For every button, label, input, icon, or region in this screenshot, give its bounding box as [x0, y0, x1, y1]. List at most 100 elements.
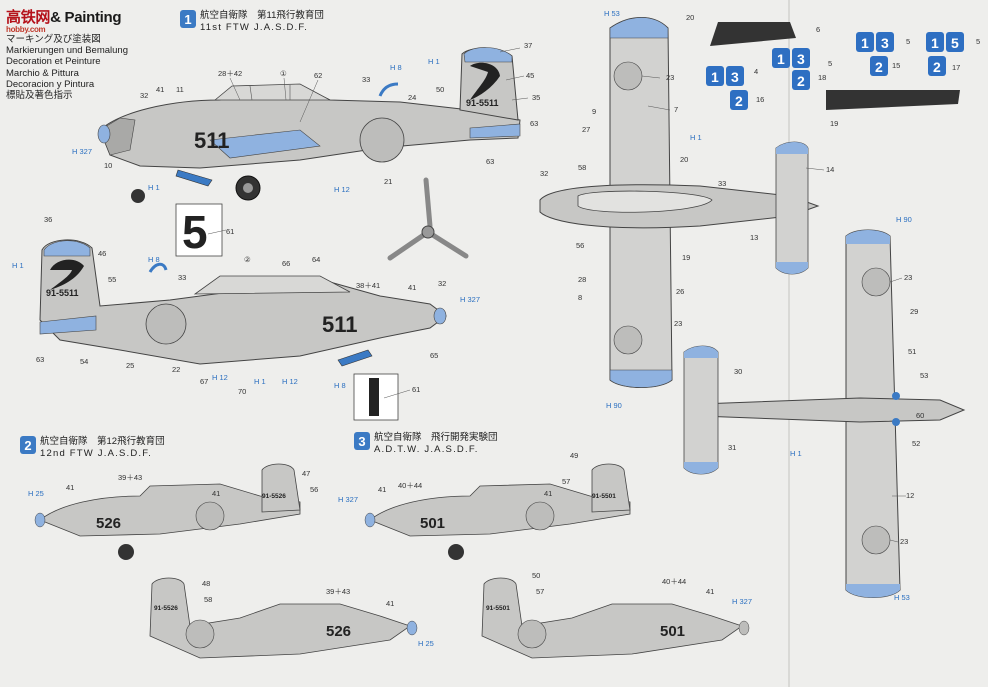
callout-4: 4: [754, 67, 758, 76]
callout-58a: 58: [578, 163, 586, 172]
scheme-1-header: 1 航空自衛隊 第11飛行教育団 11st FTW J.A.S.D.F.: [180, 10, 324, 33]
decal-key-group-a: 1 3 2: [772, 48, 810, 90]
callout-25: 25: [126, 361, 134, 370]
svg-text:2: 2: [875, 59, 883, 75]
callout-38-41: 38＋41: [356, 281, 380, 290]
decal-key-group-b: 1 3 2: [706, 66, 748, 110]
callout-16: 16: [756, 95, 764, 104]
callout-27a: 27: [582, 125, 590, 134]
callout-26: 26: [676, 287, 684, 296]
callout-6: 6: [816, 25, 820, 34]
color-code-h327a: H 327: [72, 147, 92, 156]
callout-48: 48: [202, 579, 210, 588]
svg-text:2: 2: [797, 73, 805, 89]
svg-text:1: 1: [777, 51, 785, 67]
color-code-h1c: H 1: [12, 261, 24, 270]
tail-code-526-b: 91-5526: [154, 605, 178, 612]
callout-23c: 23: [904, 273, 912, 282]
callout-53: 53: [920, 371, 928, 380]
callout-65: 65: [430, 351, 438, 360]
color-code-h327d: H 327: [732, 597, 752, 606]
brand-title: 高铁网& Painting hobby.com: [6, 6, 176, 34]
aircraft-side-left-1: 91-5511 511: [39, 239, 447, 367]
scheme-3-header: 3 航空自衛隊 飛行開発実験団 A.D.T.W. J.A.S.D.F.: [354, 432, 498, 455]
callout-57b: 57: [536, 587, 544, 596]
title-es: Decoracion y Pintura: [6, 78, 95, 90]
svg-text:3: 3: [881, 35, 889, 51]
callout-20b: 20: [680, 155, 688, 164]
callout-5c: 5: [976, 37, 980, 46]
callout-9: 9: [592, 107, 596, 116]
aircraft-top-view: [539, 17, 820, 388]
color-code-h8c: H 8: [334, 381, 346, 390]
color-code-h12a: H 12: [334, 185, 350, 194]
callout-23b: 23: [674, 319, 682, 328]
callout-50: 50: [436, 85, 444, 94]
callout-39-43a: 39＋43: [118, 473, 142, 482]
callout-50b: 50: [532, 571, 540, 580]
scheme-3-badge: 3: [354, 432, 370, 450]
callout-61a: 61: [226, 227, 234, 236]
callout-47: 47: [302, 469, 310, 478]
scheme-2-subtitle: 12nd FTW J.A.S.D.F.: [40, 447, 153, 459]
header-block: 高铁网& Painting hobby.com マーキング及び塗装図 Marki…: [6, 6, 176, 101]
brand-site: 高铁网: [6, 9, 51, 26]
callout-33b: 33: [178, 273, 186, 282]
callout-39-43b: 39＋43: [326, 587, 350, 596]
callout-33c: 33: [718, 179, 726, 188]
svg-text:1: 1: [931, 35, 939, 51]
callout-49: 49: [570, 451, 578, 460]
color-code-h8a: H 8: [390, 63, 402, 72]
callout-45: 45: [526, 71, 534, 80]
title-it: Marchio & Pittura: [6, 67, 79, 79]
fuselage-number-526-a: 526: [96, 515, 121, 532]
callouts: 28＋42 ① 62 33 41 11 32 24 50 37 45 35 63…: [12, 9, 980, 648]
callout-63c: 63: [36, 355, 44, 364]
svg-text:2: 2: [933, 59, 941, 75]
scheme-3-title: 航空自衛隊 飛行開発実験団: [374, 432, 498, 443]
callout-14: 14: [826, 165, 834, 174]
aircraft-side-2b: 526 91-5526: [149, 577, 418, 659]
propeller-detail: [387, 177, 469, 261]
color-code-h1d: H 1: [254, 377, 266, 386]
callout-7: 7: [674, 105, 678, 114]
color-code-h12c: H 12: [282, 377, 298, 386]
title-cn: 標貼及著色指示: [6, 90, 73, 102]
callout-46: 46: [98, 249, 106, 258]
callout-2: ②: [244, 255, 251, 264]
callout-23d: 23: [900, 537, 908, 546]
callout-11: 11: [176, 85, 184, 94]
aircraft-side-3b: 501 91-5501: [481, 577, 750, 659]
callout-32c: 32: [540, 169, 548, 178]
callout-66: 66: [282, 259, 290, 268]
callout-31: 31: [728, 443, 736, 452]
decal-key-group-d: 1 5 2: [926, 32, 964, 76]
callout-15: 15: [892, 61, 900, 70]
aircraft-side-right-1: 91-5511 511: [97, 47, 521, 203]
callout-60: 60: [916, 411, 924, 420]
callout-8: 8: [578, 293, 582, 302]
scheme-1-subtitle: 11st FTW J.A.S.D.F.: [200, 21, 309, 33]
callout-41e: 41: [378, 485, 386, 494]
color-code-h25a: H 25: [28, 489, 44, 498]
color-code-h1e: H 1: [690, 133, 702, 142]
color-code-h327b: H 327: [460, 295, 480, 304]
fuselage-number-501-a: 501: [420, 515, 445, 532]
callout-30: 30: [734, 367, 742, 376]
svg-text:3: 3: [797, 51, 805, 67]
scheme-2-header: 2 航空自衛隊 第12飛行教育団 12nd FTW J.A.S.D.F.: [20, 436, 165, 459]
callout-32b: 32: [438, 279, 446, 288]
callout-12: 12: [906, 491, 914, 500]
svg-text:2: 2: [735, 93, 743, 109]
callout-61b: 61: [412, 385, 420, 394]
color-code-h12b: H 12: [212, 373, 228, 382]
title-de: Markierungen und Bemalung: [6, 45, 128, 57]
decal-key: 1 3 2 1 3 2 1 3 2 1 5 2: [706, 22, 964, 110]
callout-63b: 63: [486, 157, 494, 166]
callout-41a: 41: [156, 85, 164, 94]
callout-36: 36: [44, 215, 52, 224]
callout-56: 56: [576, 241, 584, 250]
callout-19a: 19: [830, 119, 838, 128]
svg-text:3: 3: [731, 69, 739, 85]
